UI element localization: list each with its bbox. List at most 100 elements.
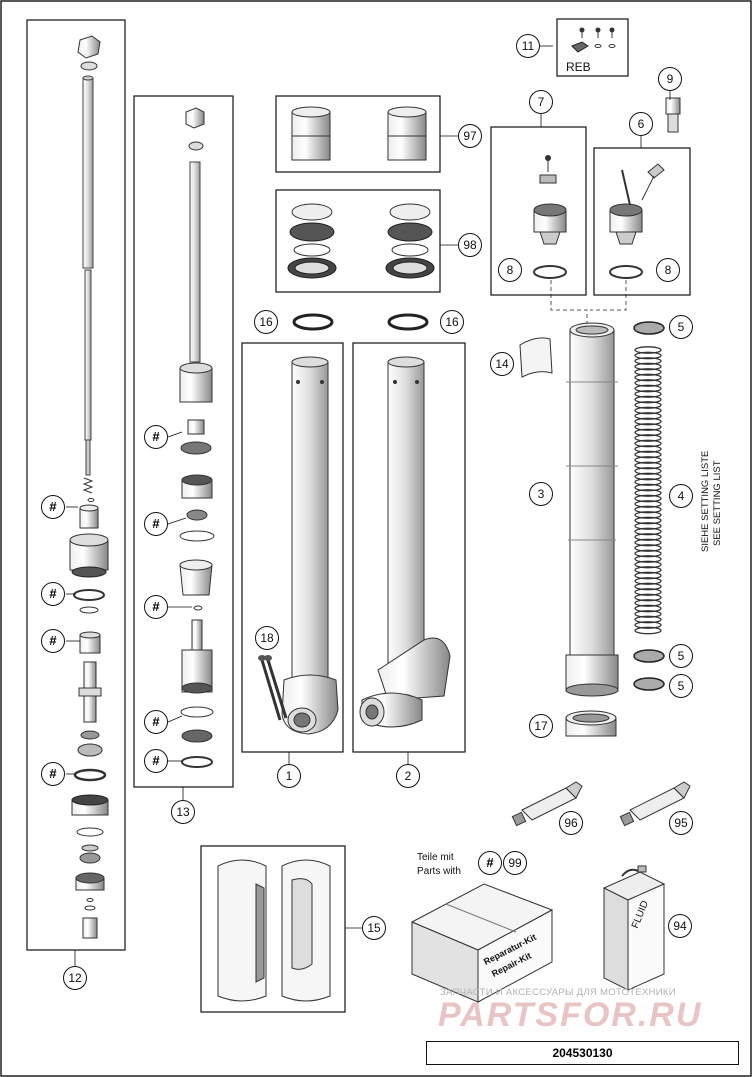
spring-coil xyxy=(634,351,662,360)
setting-list-de: SIEHE SETTING LISTE xyxy=(700,450,711,552)
spring-coil xyxy=(634,604,662,613)
spring-coil xyxy=(634,461,662,470)
spring-coil xyxy=(634,560,662,569)
spring-coil xyxy=(634,566,662,574)
callout-16-left: 16 xyxy=(254,310,278,334)
spring-coil xyxy=(634,483,662,492)
spring-coil xyxy=(634,626,662,635)
spring-coil xyxy=(634,445,662,453)
inner-tube-3 xyxy=(565,322,619,697)
watermark-brand: PARTSFOR.RU xyxy=(438,996,703,1034)
spring-coil xyxy=(634,478,662,486)
spring-coil xyxy=(634,450,662,459)
spring-coil xyxy=(634,357,662,365)
spring-coil xyxy=(634,516,662,525)
hash-marker-13-c: # xyxy=(144,595,168,619)
spring-coil xyxy=(634,610,662,618)
fork-guards-15 xyxy=(217,859,331,1002)
reb-label: REB xyxy=(566,60,591,74)
spring-coil xyxy=(634,395,662,404)
callout-16-right: 16 xyxy=(440,310,464,334)
spring-coil xyxy=(634,346,662,354)
callout-17: 17 xyxy=(529,714,553,738)
spring-coil xyxy=(634,511,662,519)
callout-12: 12 xyxy=(63,966,87,990)
spring-coil xyxy=(634,527,662,536)
callout-3: 3 xyxy=(529,482,553,506)
rebound-adjuster-parts-11 xyxy=(571,27,616,53)
grease-tube-95 xyxy=(619,781,691,827)
spring-coil xyxy=(634,494,662,503)
spring-coil xyxy=(634,428,662,437)
hash-marker-12-b: # xyxy=(41,582,65,606)
spring-coil xyxy=(634,489,662,497)
callout-15: 15 xyxy=(362,916,386,940)
hash-marker-13-a: # xyxy=(144,425,168,449)
hash-marker-12-c: # xyxy=(41,629,65,653)
hash-marker-13-b: # xyxy=(144,512,168,536)
spring-coil xyxy=(634,373,662,382)
part-number: 204530130 xyxy=(426,1041,739,1065)
hash-marker-13-e: # xyxy=(144,749,168,773)
fork-caps-6-7 xyxy=(533,97,681,279)
callout-94: 94 xyxy=(668,914,692,938)
spring-coil xyxy=(634,434,662,442)
spring-coil xyxy=(634,362,662,371)
spring-coil xyxy=(634,412,662,420)
callout-99: 99 xyxy=(503,851,527,875)
spring-coil xyxy=(634,615,662,624)
outer-tube-2 xyxy=(359,356,451,728)
callout-6: 6 xyxy=(629,112,653,136)
fork-oil-can-94 xyxy=(602,865,666,991)
spring-coil xyxy=(634,505,662,514)
grease-tube-96 xyxy=(511,781,583,827)
hash-marker-12-a: # xyxy=(41,495,65,519)
callout-96: 96 xyxy=(559,811,583,835)
callout-5-mid: 5 xyxy=(669,644,693,668)
cartridge-assembly-12 xyxy=(69,35,109,939)
o-ring-16-right xyxy=(387,313,429,331)
spring-coil xyxy=(634,538,662,547)
callout-14: 14 xyxy=(490,352,514,376)
callout-1: 1 xyxy=(277,764,301,788)
repair-kit-box xyxy=(410,883,554,1003)
spring-coil xyxy=(634,401,662,409)
hash-marker-12-d: # xyxy=(41,762,65,786)
guide-sheet-14 xyxy=(519,337,553,378)
spring-coil xyxy=(634,467,662,475)
spring-coil xyxy=(634,423,662,431)
callout-8-right: 8 xyxy=(656,258,680,282)
spring-coil xyxy=(634,368,662,376)
spring-coil xyxy=(634,533,662,541)
spring-coil xyxy=(634,555,662,563)
callout-11: 11 xyxy=(516,34,540,58)
o-ring-16-left xyxy=(292,313,334,331)
spring-coil xyxy=(634,582,662,591)
spring-coil xyxy=(634,439,662,448)
outer-tube-1 xyxy=(258,356,339,735)
protection-ring-17 xyxy=(565,710,617,737)
spring-coil xyxy=(634,417,662,426)
fork-spring-4 xyxy=(634,346,662,635)
spring-coil xyxy=(634,472,662,481)
callout-8-left: 8 xyxy=(498,258,522,282)
callout-5-top: 5 xyxy=(669,315,693,339)
callout-95: 95 xyxy=(669,811,693,835)
callout-9: 9 xyxy=(658,67,682,91)
callout-98: 98 xyxy=(458,233,482,257)
guide-bushings-97 xyxy=(291,106,427,161)
spring-coil xyxy=(634,599,662,607)
spacer-5-top xyxy=(633,321,665,335)
spring-coil xyxy=(634,522,662,530)
callout-13: 13 xyxy=(171,800,195,824)
leader-lines xyxy=(66,45,671,966)
callout-4: 4 xyxy=(669,484,693,508)
spring-coil xyxy=(634,456,662,464)
spacer-5-mid xyxy=(633,649,665,663)
setting-list-en: SEE SETTING LIST xyxy=(712,460,723,546)
callout-2: 2 xyxy=(396,764,420,788)
spring-coil xyxy=(634,390,662,398)
spring-coil xyxy=(634,588,662,596)
callout-18: 18 xyxy=(255,626,279,650)
